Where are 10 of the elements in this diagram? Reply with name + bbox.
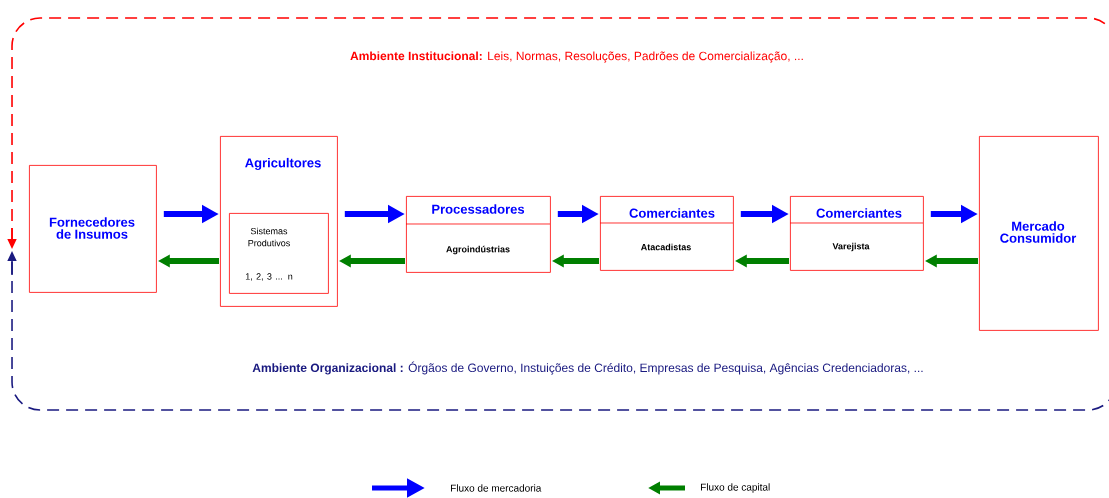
market-box: Mercado Consumidor (979, 136, 1099, 331)
system-box: Sistemas Produtivos 1, 2, 3 ... n (229, 213, 329, 294)
stage-box: Comerciantes Atacadistas (599, 196, 734, 271)
actor-box: Fornecedores de Insumos (29, 165, 157, 293)
environment-note: Ambiente Institucional: Leis, Normas, Resoluções, Padrões de Comercialização, ... (350, 51, 803, 63)
stage-box: Processadores Agroindústrias (405, 196, 551, 273)
legend-label: Fluxo de mercadoria (451, 484, 542, 492)
legend-label: Fluxo de capital (701, 483, 770, 493)
stage-box: Comerciantes Varejista (789, 196, 924, 271)
environment-note: Ambiente Organizacional : Órgãos de Governo, Instuições de Crédito, Empresas de Pesquisa, Agências Credenciadoras, ... (252, 361, 923, 375)
